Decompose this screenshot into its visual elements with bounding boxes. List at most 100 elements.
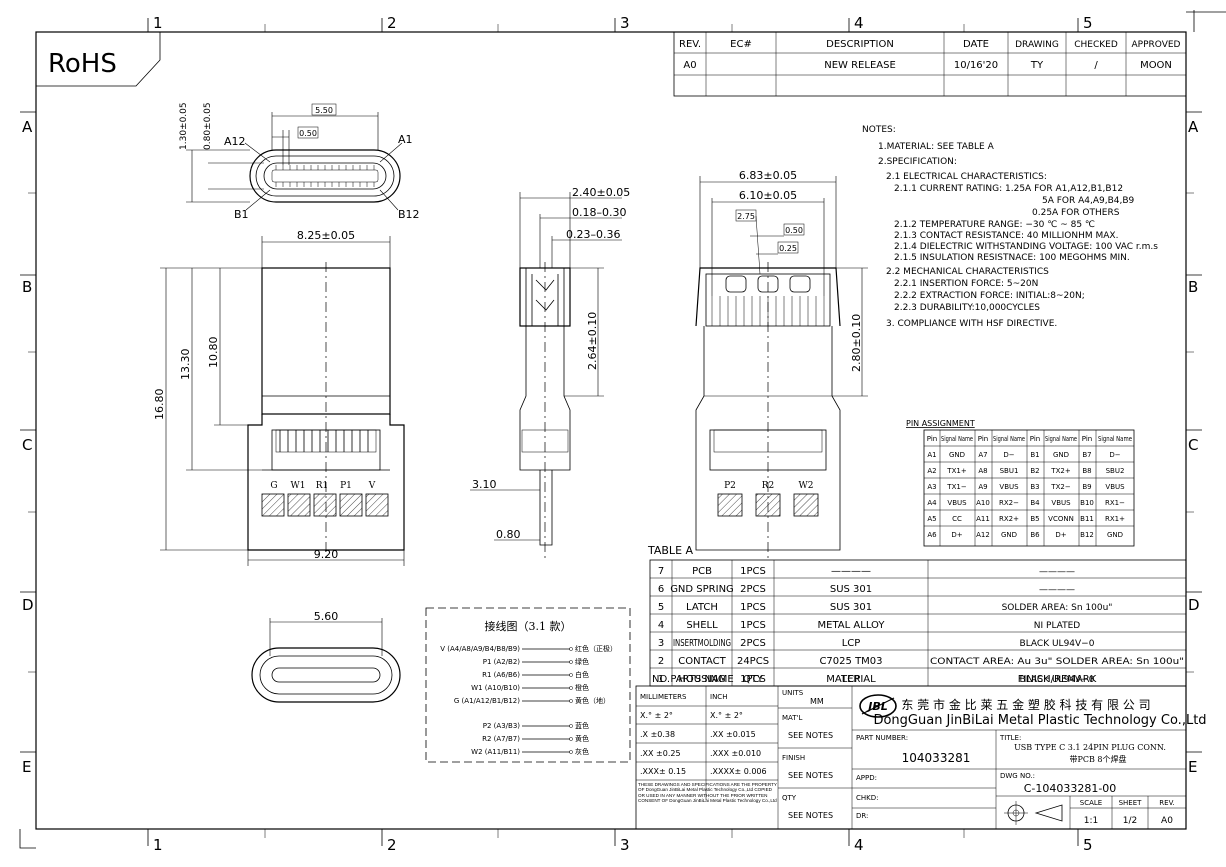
notes-line-6: 0.25A FOR OTHERS: [1032, 208, 1120, 218]
pin-cell: B1: [1030, 451, 1039, 459]
table-a-cell: ————: [1039, 567, 1075, 577]
front-label-b12: B12: [398, 208, 420, 221]
pin-cell: SBU1: [1000, 467, 1019, 475]
pin-cell: TX1+: [946, 467, 967, 475]
grid-row-a: A: [22, 118, 33, 136]
pcb-pad-v: V: [368, 481, 376, 491]
chkd-label: CHKD:: [856, 794, 879, 802]
front-dim-0-50: 0.50: [299, 129, 317, 138]
tol-mm-1: .X ±0.38: [640, 730, 675, 739]
grid-col-4: 4: [854, 14, 864, 32]
pin-cell: A3: [927, 483, 936, 491]
table-a-cell: 3: [658, 638, 664, 649]
grid-col-4-bottom: 4: [854, 836, 864, 854]
back-dim-d4: 0.50: [785, 226, 803, 235]
title-line-1: USB TYPE C 3.1 24PIN PLUG CONN.: [1014, 743, 1166, 752]
wiring-rows: V (A4/A8/A9/B4/B8/B9) 红色（正极） P1 (A2/B2) …: [440, 644, 617, 756]
notes-line-12: 2.2.1 INSERTION FORCE: 5~20N: [894, 279, 1038, 289]
notes: NOTES: 1.MATERIAL: SEE TABLE A 2.SPECIFI…: [862, 125, 1158, 329]
rev-head-desc: DESCRIPTION: [826, 39, 894, 50]
rev-value: A0: [1161, 816, 1173, 826]
rev-val-rev: A0: [683, 60, 696, 71]
table-a-cell: LCP: [842, 638, 861, 649]
pin-cell: A1: [927, 451, 936, 459]
table-a-cell: 24PCS: [737, 656, 769, 667]
grid-row-b: B: [22, 278, 32, 296]
svg-text:JBL: JBL: [866, 700, 888, 713]
table-a-cell: 7: [658, 566, 664, 577]
pin-cell: B8: [1082, 467, 1091, 475]
pin-head-2: Pin: [978, 435, 988, 443]
grid-row-c: C: [22, 436, 32, 454]
pin-cell: TX1−: [946, 483, 967, 491]
title-line-2: 带PCB 8个焊盘: [1069, 754, 1126, 764]
pin-cell: VBUS: [999, 483, 1019, 491]
back-dim-d5: 0.25: [779, 244, 797, 253]
table-a-cell: 2PCS: [740, 638, 766, 649]
table-a-title: TABLE A: [647, 544, 694, 557]
tol-head-inch: INCH: [710, 693, 727, 701]
finish-value: SEE NOTES: [788, 771, 833, 780]
front-label-a1: A1: [398, 133, 413, 146]
pin-cell: A9: [978, 483, 987, 491]
grid-col-2: 2: [387, 14, 397, 32]
appd-label: APPD:: [856, 774, 877, 782]
back-view: P2 R2 W2 6.83±0.05 6.10±0.05 2.75 0.50 0…: [695, 169, 868, 560]
rohs-label: RoHS: [48, 49, 117, 79]
side-view: 2.40±0.05 0.18–0.30 0.23–0.36 2.64±0.10 …: [470, 186, 630, 560]
rev-val-approved: MOON: [1140, 60, 1172, 71]
notes-line-2: 2.SPECIFICATION:: [878, 157, 957, 167]
scale-label: SCALE: [1080, 799, 1102, 807]
notes-line-14: 2.2.3 DURABILITY:10,000CYCLES: [894, 303, 1040, 313]
dwg-number: C-104033281-00: [1024, 782, 1117, 795]
side-dim-d4: 2.64±0.10: [586, 312, 599, 370]
table-a-cell: ————: [831, 566, 871, 577]
pin-assignment-title: PIN ASSIGNMENT: [906, 419, 975, 428]
table-a-head-material: MATERIAL: [826, 674, 876, 685]
table-a-cell: SOLDER AREA: Sn 100u": [1002, 603, 1113, 613]
dwg-label: DWG NO.:: [1000, 772, 1035, 780]
revision-table: REV. EC# DESCRIPTION DATE DRAWING CHECKE…: [673, 31, 1187, 97]
grid-row-a-right: A: [1188, 118, 1199, 136]
table-a-cell: 6: [658, 584, 664, 595]
part-number-label: PART NUMBER:: [856, 734, 908, 742]
pin-cell: RX1−: [1105, 499, 1125, 507]
pin-cell: B12: [1080, 531, 1094, 539]
pin-cell: TX2−: [1050, 483, 1071, 491]
pin-cell: SBU2: [1106, 467, 1125, 475]
table-a-cell: ————: [1039, 585, 1075, 595]
notes-line-7: 2.1.2 TEMPERATURE RANGE: −30 ℃ ~ 85 ℃: [894, 220, 1095, 230]
back-dim-d3: 2.75: [737, 212, 755, 221]
rev-head-ec: EC#: [730, 39, 752, 50]
dr-label: DR:: [856, 812, 868, 820]
pcb-pad-p1: P1: [340, 481, 352, 491]
table-a-head-parts: PARTS NAME: [670, 674, 733, 685]
notes-line-0: NOTES:: [862, 125, 896, 135]
notes-line-5: 5A FOR A4,A9,B4,B9: [1042, 196, 1135, 206]
table-a-cell: METAL ALLOY: [818, 620, 886, 631]
wiring-right-0: 红色（正极）: [575, 644, 617, 653]
pin-cell: CC: [952, 515, 962, 523]
table-a-cell: 2PCS: [740, 584, 766, 595]
table-a-cell: 5: [658, 602, 664, 613]
pin-cell: A10: [976, 499, 990, 507]
table-a-cell: BLACK UL94V−0: [1020, 675, 1095, 685]
pin-cell: A6: [927, 531, 937, 539]
pin-cell: RX2+: [999, 515, 1019, 523]
tol-head-mm: MILLIMETERS: [640, 693, 687, 701]
wiring-diagram: 接线图（3.1 款） V (A4/A8/A9/B4/B8/B9) 红色（正极） …: [425, 607, 631, 763]
notes-line-11: 2.2 MECHANICAL CHARACTERISTICS: [886, 267, 1049, 277]
front-label-b1: B1: [234, 208, 249, 221]
table-a-cell: CONTACT AREA: Au 3u" SOLDER AREA: Sn 100…: [930, 657, 1184, 667]
side-dim-d5: 3.10: [472, 478, 497, 491]
qty-label: QTY: [782, 794, 797, 802]
front-dim-0-80: 0.80±0.05: [203, 102, 213, 150]
pin-cell: D−: [1109, 451, 1120, 459]
front-dim-5-50: 5.50: [315, 106, 333, 115]
pin-cell: GND: [1107, 531, 1123, 539]
table-a-cell: LATCH: [686, 602, 718, 613]
pin-cell: D+: [1055, 531, 1066, 539]
rev-head-rev: REV.: [679, 39, 701, 50]
